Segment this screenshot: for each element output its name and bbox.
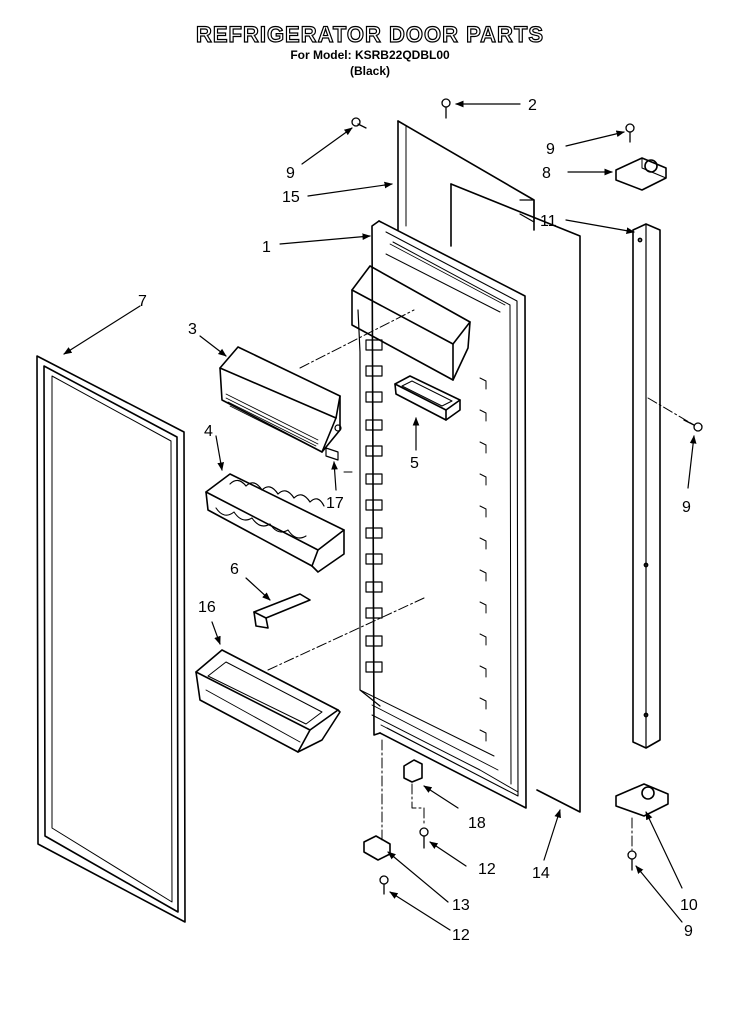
part-8-top-hinge	[615, 157, 667, 191]
alignment-lines	[267, 309, 695, 851]
liner-right-tabs	[479, 377, 487, 742]
model-line: For Model: KSRB22QDBL00	[290, 48, 450, 62]
callout-11: 11	[540, 213, 557, 230]
callout-15: 15	[282, 189, 300, 206]
part-6-shelf-clip	[253, 593, 311, 629]
callout-5: 5	[410, 455, 419, 472]
callout-9-side: 9	[682, 499, 691, 516]
callout-9-top-right: 9	[546, 141, 555, 158]
screw-9-bottom	[627, 850, 637, 871]
callout-8: 8	[542, 165, 551, 182]
part-5-small-bin	[394, 375, 461, 421]
part-4-egg-tray	[205, 473, 345, 573]
callout-14: 14	[532, 865, 550, 882]
screw-9-side	[683, 419, 703, 432]
part-18-bushing	[403, 759, 423, 783]
callout-3: 3	[188, 321, 197, 338]
dairy-door-vents	[225, 393, 319, 449]
part-15-outer-door-panel	[397, 120, 535, 231]
callout-18: 18	[468, 815, 486, 832]
callout-10: 10	[680, 897, 698, 914]
callout-12-bottom: 12	[452, 927, 470, 944]
color-variant: (Black)	[349, 64, 390, 78]
part-11-side-trim	[632, 223, 661, 749]
page-title: REFRIGERATOR DOOR PARTS	[195, 21, 545, 47]
part-7-door-gasket	[36, 355, 186, 923]
callout-9-bottom: 9	[684, 923, 693, 940]
part-17-clip	[325, 447, 339, 461]
callout-12-middle: 12	[478, 861, 496, 878]
callout-9-top-left: 9	[286, 165, 295, 182]
part-13-hinge-bracket	[363, 835, 391, 861]
screw-12-middle	[419, 827, 429, 849]
callout-4: 4	[204, 423, 213, 440]
part-16-door-bin	[195, 649, 341, 753]
screws	[351, 98, 703, 895]
screw-9-top-left	[351, 117, 367, 129]
callout-6: 6	[230, 561, 239, 578]
callout-13: 13	[452, 897, 470, 914]
callout-17: 17	[326, 495, 344, 512]
screw-9-top-right	[625, 123, 635, 143]
part-1-inner-door-liner	[351, 220, 527, 809]
liner-rail-tabs	[365, 339, 383, 673]
part-3-dairy-compartment	[219, 346, 342, 453]
callout-numbers: 1 2 3 4 5 6 7 8 9 9 9 9 10 11 12 12 13 1…	[138, 97, 698, 944]
screw-2-top	[441, 98, 451, 119]
part-14-door-panel	[450, 183, 581, 813]
callout-7: 7	[138, 293, 147, 310]
part-10-bottom-hinge	[615, 783, 669, 817]
screw-12-bottom	[379, 875, 389, 895]
callout-1: 1	[262, 239, 271, 256]
callout-16: 16	[198, 599, 216, 616]
callout-2: 2	[528, 97, 537, 114]
leader-lines	[63, 100, 697, 931]
